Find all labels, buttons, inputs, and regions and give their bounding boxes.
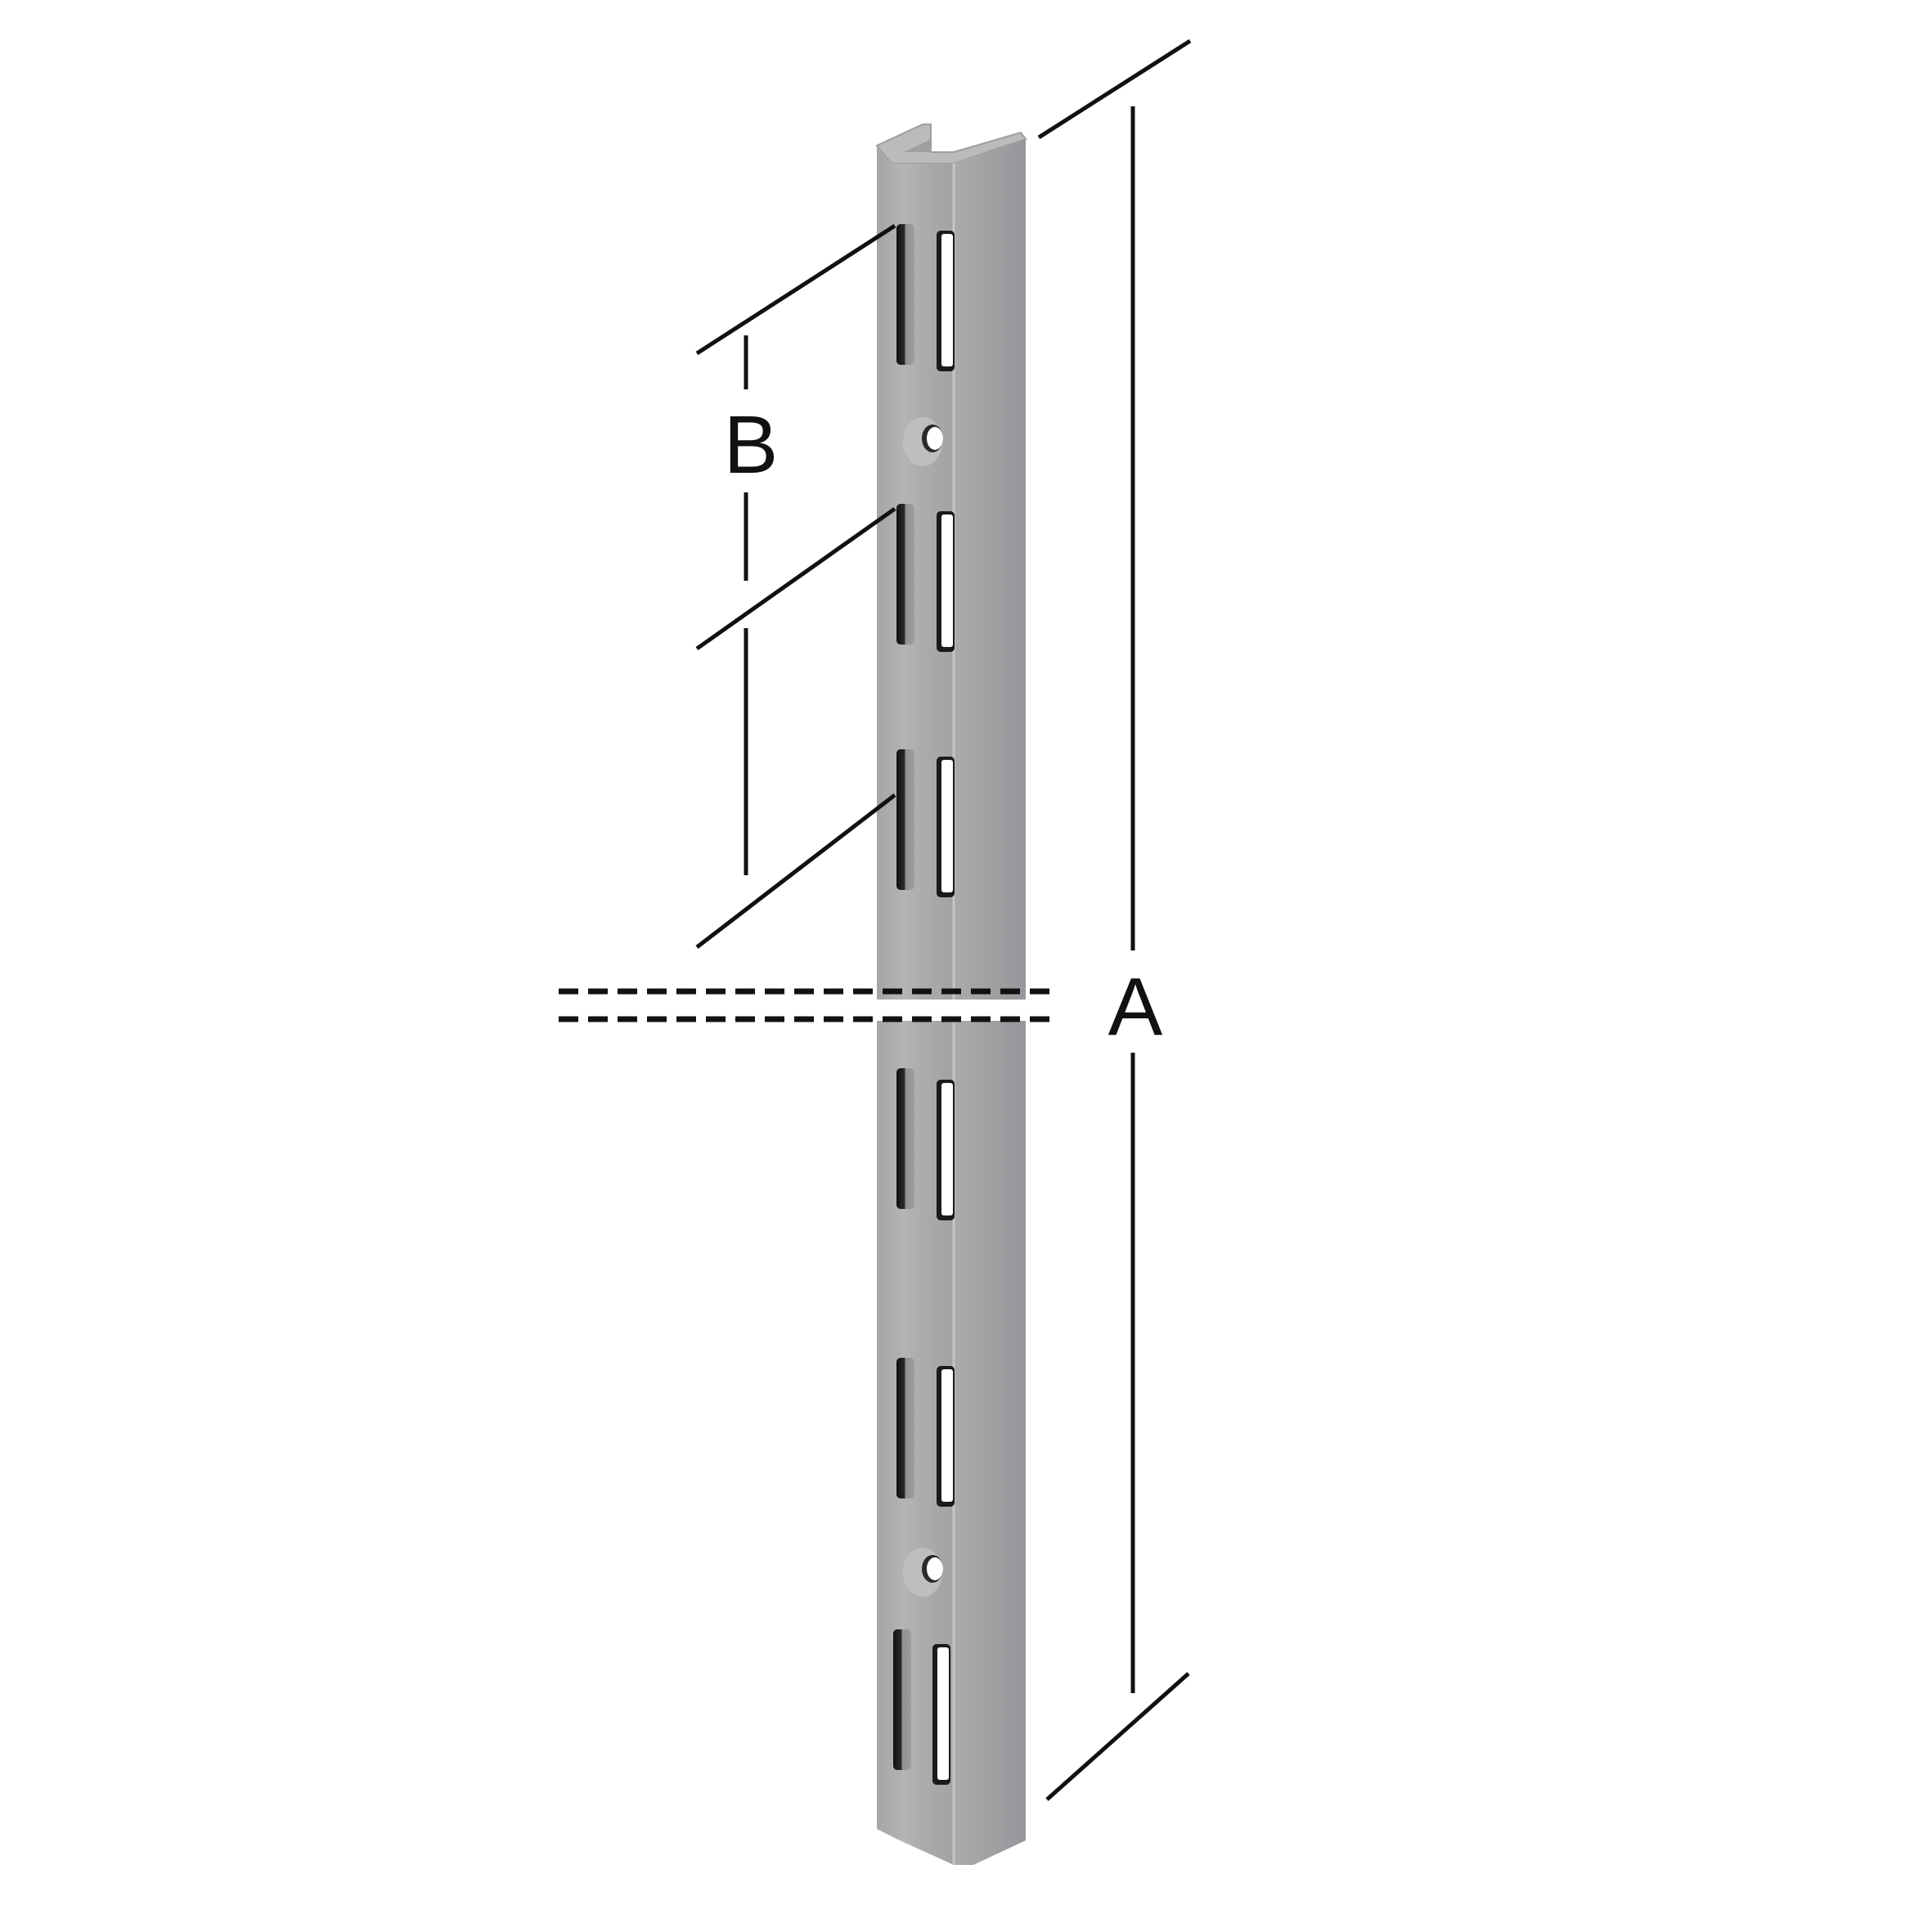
slot-pair-5: [896, 1358, 955, 1507]
slot-pair-2: [896, 504, 955, 652]
dimension-b: [695, 223, 896, 949]
mounting-hole-bottom: [903, 1548, 943, 1597]
rail-side-face-lower: [954, 1021, 1026, 1865]
dimension-a-label: A: [1108, 961, 1163, 1053]
slot-pair-1: [896, 224, 955, 371]
slot-pair-3: [896, 749, 955, 897]
break-indicator: [559, 988, 1051, 1022]
rail-top-segment: [875, 124, 1027, 1000]
slot-pair-4: [896, 1068, 955, 1220]
slot-pair-6: [893, 1629, 950, 1785]
rail-side-face: [954, 139, 1026, 1000]
dimension-a: [1037, 38, 1192, 1801]
mounting-hole-top: [903, 417, 943, 466]
rail-front-face: [877, 146, 954, 1000]
dimension-b-label: B: [724, 399, 779, 491]
